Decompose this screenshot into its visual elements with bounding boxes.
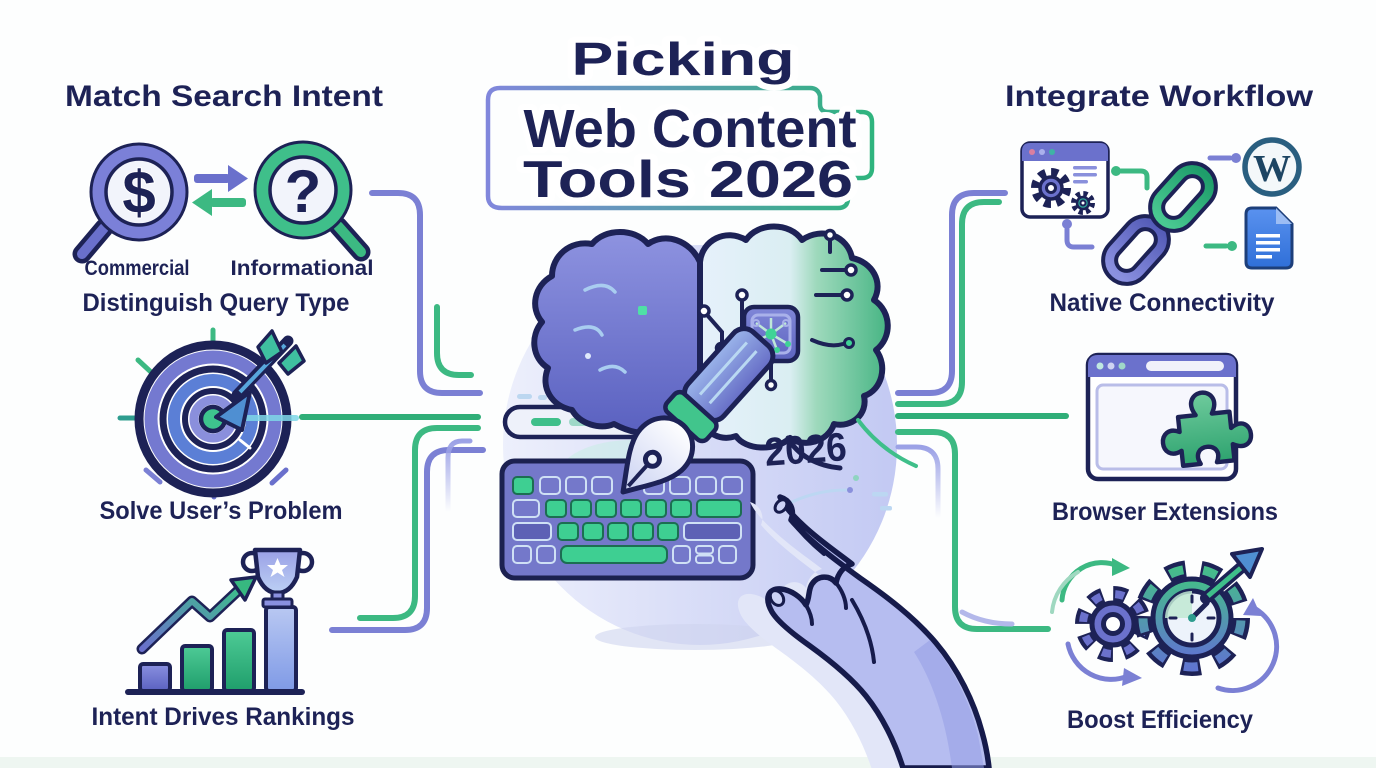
caption-boost-efficiency: Boost Efficiency: [1067, 706, 1253, 734]
title-line-3: Tools 2026: [523, 151, 853, 209]
right-connector-lines: [895, 190, 1069, 632]
growth-arrow: [136, 575, 258, 655]
pointing-hand: [737, 494, 992, 768]
magnifier-question-icon: ?: [253, 140, 371, 262]
caption-intent-drives-rankings: Intent Drives Rankings: [92, 703, 355, 731]
target-arrow: [214, 329, 306, 432]
question-symbol: ?: [285, 158, 322, 225]
title-block: Picking Web Content Tools 2026: [485, 27, 875, 215]
document-icon: [1244, 206, 1294, 270]
caption-native-connectivity: Native Connectivity: [1050, 289, 1275, 317]
dollar-symbol: $: [122, 159, 155, 226]
trophy-icon: [240, 547, 315, 609]
label-commercial: Commercial: [85, 257, 190, 280]
efficiency-arrows: [1050, 558, 1280, 693]
keyboard-keys: [512, 476, 743, 564]
brain-squiggles: [573, 283, 627, 374]
title-line-2: Web Content: [524, 99, 857, 159]
chip-icon: [714, 304, 801, 392]
gears-clock-icon: [1050, 547, 1280, 693]
title-line-1: Picking: [572, 33, 795, 85]
right-heading: Integrate Workflow: [1005, 80, 1314, 113]
brain-green-dot: [638, 306, 647, 315]
magnifier-dollar-icon: $: [72, 142, 189, 264]
year-badge: 2026: [763, 425, 848, 475]
caption-solve-users-problem: Solve User’s Problem: [100, 497, 343, 525]
caption-distinguish-query-type: Distinguish Query Type: [83, 289, 350, 317]
keyboard-shadow: [595, 624, 795, 650]
native-connectivity-icons: W: [1020, 137, 1302, 286]
icon-connectors: [1062, 153, 1241, 251]
year-deco: [790, 475, 892, 511]
hand-creases: [789, 518, 876, 664]
title-border: [485, 85, 875, 211]
puzzle-piece-icon: [1160, 390, 1254, 468]
caption-browser-extensions: Browser Extensions: [1052, 498, 1278, 526]
swap-arrows-icon: [192, 165, 248, 216]
browser-puzzle-icon: [1085, 352, 1254, 482]
left-heading: Match Search Intent: [65, 80, 383, 113]
pen-nib-icon: [620, 326, 776, 495]
browser-gears-icon: [1020, 141, 1110, 219]
chain-link-icon: [1101, 161, 1218, 286]
efficiency-arrow-up: [1200, 547, 1264, 604]
hand-shading: [914, 640, 984, 768]
ai-brain-illustration: 2026: [499, 223, 992, 768]
big-gear-icon: [1031, 168, 1071, 208]
keyboard-icon: [499, 458, 756, 581]
wordpress-letter: W: [1253, 148, 1291, 190]
target-icon: [117, 327, 306, 500]
bottom-strip: [0, 757, 1376, 768]
left-connector-lines: [299, 190, 486, 633]
wordpress-icon: W: [1242, 137, 1302, 197]
purple-gear-icon: [1075, 586, 1151, 662]
small-gear-icon: [1071, 191, 1095, 215]
label-informational: Informational: [231, 257, 374, 280]
bar-chart-trophy-icon: [125, 547, 315, 695]
